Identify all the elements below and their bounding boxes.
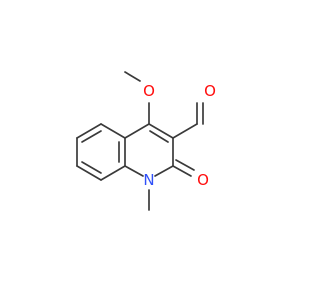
bond-c2-o-2 xyxy=(175,159,195,171)
substituents xyxy=(124,71,204,211)
bond-c4-c3 xyxy=(148,123,174,139)
atom-n-ring: N xyxy=(143,171,154,189)
atom-o-aldehyde: O xyxy=(204,82,216,100)
bond-c3-cho xyxy=(172,123,198,139)
bond-benzene-1 xyxy=(76,123,102,139)
atom-o-methoxy: O xyxy=(143,82,155,100)
atom-labels: O O O N xyxy=(143,82,216,189)
bond-c4a-c4 xyxy=(124,123,150,139)
bond-c4-c3-inner xyxy=(149,130,169,143)
bond-benzene-1-inner xyxy=(81,130,102,143)
benzene-ring xyxy=(76,123,126,181)
bond-benzene-4 xyxy=(100,165,126,181)
bond-n1-c8a xyxy=(124,165,144,177)
bond-o-methyl xyxy=(124,71,141,82)
bond-benzene-6 xyxy=(100,123,126,139)
bond-benzene-3-inner xyxy=(81,161,102,174)
molecule-structure-diagram: O O O N xyxy=(76,71,216,211)
atom-o-ketone: O xyxy=(197,171,209,189)
pyridone-ring xyxy=(124,123,174,177)
bond-benzene-3 xyxy=(76,165,102,181)
bond-c2-n1 xyxy=(154,165,174,177)
bond-c2-o-1 xyxy=(172,165,192,177)
